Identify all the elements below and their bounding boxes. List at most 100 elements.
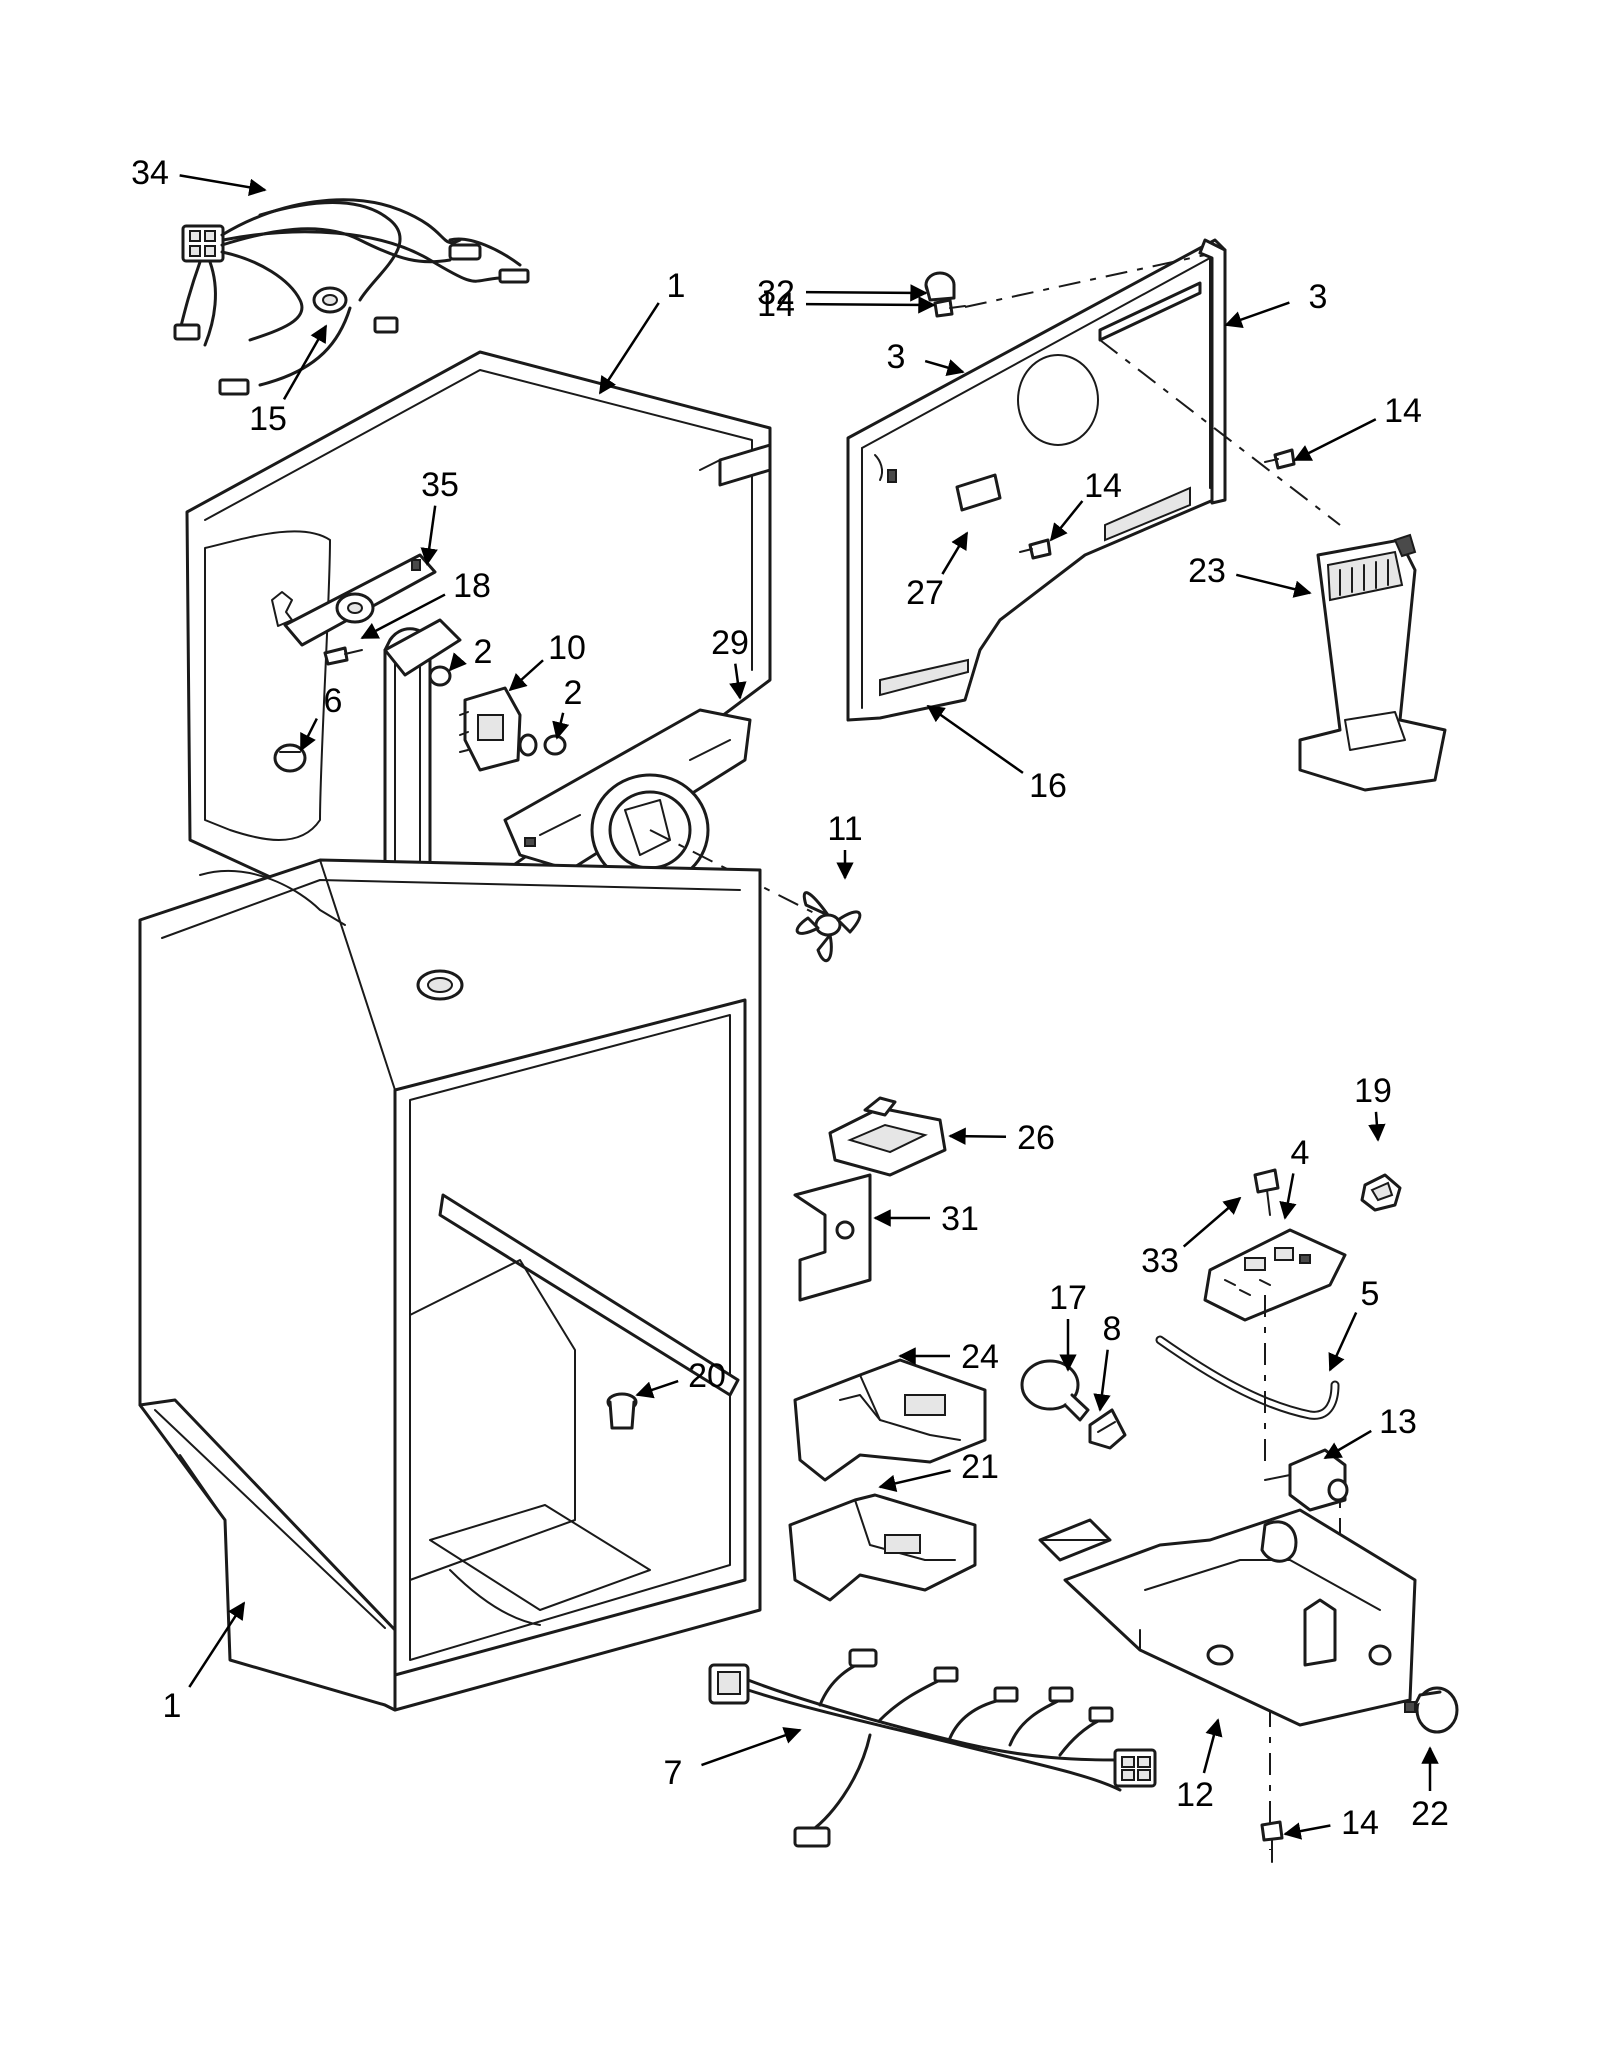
callout-leader-32 [805, 284, 928, 302]
callout-label-35: 35 [421, 466, 459, 504]
callout-label-29: 29 [711, 624, 749, 662]
callout-leader-1 [188, 1601, 246, 1688]
screw-18 [323, 646, 363, 666]
callout-leader-3 [1224, 301, 1290, 329]
callout-label-32: 32 [757, 274, 795, 312]
callout-label-24: 24 [961, 1338, 999, 1376]
callout-leader-7 [701, 1727, 802, 1767]
plate-31 [793, 1173, 872, 1302]
knob-22 [1404, 1686, 1459, 1734]
evaporator-cover-16 [846, 238, 1227, 722]
light-housing-12 [1038, 1508, 1417, 1727]
screw-14-top [933, 298, 966, 318]
callout-label-1: 1 [163, 1687, 182, 1725]
callout-leader-29 [729, 663, 747, 700]
screw-14-mid [1019, 538, 1052, 560]
button-6 [273, 743, 307, 773]
callout-leader-13 [1323, 1429, 1372, 1460]
air-duct-23 [1298, 533, 1447, 792]
control-board-4 [1203, 1228, 1347, 1322]
callout-label-4: 4 [1291, 1134, 1310, 1172]
callout-label-15: 15 [249, 400, 287, 438]
callout-label-1: 1 [667, 267, 686, 305]
socket-8 [1088, 1408, 1127, 1450]
callout-leader-6 [299, 717, 318, 752]
callout-label-14: 14 [1341, 1804, 1379, 1842]
callout-leader-3 [924, 359, 965, 377]
callout-leader-33 [1182, 1196, 1242, 1248]
callout-leader-16 [926, 704, 1024, 774]
callout-label-20: 20 [688, 1357, 726, 1395]
plug-20 [606, 1392, 638, 1430]
callout-leader-26 [948, 1127, 1007, 1145]
callout-label-2: 2 [474, 633, 493, 671]
callout-label-10: 10 [548, 629, 586, 667]
callout-leader-5 [1328, 1312, 1358, 1372]
callout-label-19: 19 [1354, 1072, 1392, 1110]
callout-label-7: 7 [664, 1754, 683, 1792]
callout-leader-18 [360, 593, 446, 640]
gasket-strip-3 [1198, 238, 1227, 505]
callout-leader-14 [1293, 418, 1377, 462]
callout-label-26: 26 [1017, 1119, 1055, 1157]
screw-33 [1253, 1168, 1280, 1216]
callout-leader-23 [1235, 573, 1312, 598]
tube-5 [1155, 1335, 1340, 1420]
callout-label-12: 12 [1176, 1776, 1214, 1814]
callout-label-8: 8 [1103, 1310, 1122, 1348]
callout-label-13: 13 [1379, 1403, 1417, 1441]
callout-label-33: 33 [1141, 1242, 1179, 1280]
clip-19 [1360, 1173, 1402, 1212]
callout-leader-1 [598, 302, 660, 395]
lower-housing [138, 1398, 397, 1712]
callout-label-16: 16 [1029, 767, 1067, 805]
housing-21 [788, 1493, 977, 1602]
callout-leader-2 [448, 652, 467, 672]
refrigerator-liner [138, 858, 762, 1712]
bracket-35 [271, 553, 437, 647]
spacer-32 [924, 271, 956, 302]
callout-label-14: 14 [1084, 467, 1122, 505]
wire-harness-top [173, 198, 530, 396]
wire-harness-bottom [708, 1648, 1157, 1848]
callout-label-17: 17 [1049, 1279, 1087, 1317]
callout-leader-12 [1202, 1718, 1223, 1774]
callout-label-34: 34 [131, 154, 169, 192]
callout-leader-20 [635, 1379, 679, 1399]
screw-14-right [1264, 448, 1296, 470]
callout-leader-21 [878, 1469, 951, 1492]
callout-label-23: 23 [1188, 552, 1226, 590]
housing-24 [793, 1358, 987, 1482]
callout-leader-8 [1093, 1349, 1111, 1412]
callout-label-11: 11 [827, 810, 862, 848]
switch-13 [1264, 1448, 1349, 1512]
callout-label-3: 3 [1309, 278, 1328, 316]
screw-14-bottom [1260, 1820, 1284, 1863]
callout-leader-14 [1049, 500, 1084, 542]
light-bulb-17 [1020, 1359, 1090, 1422]
callout-label-21: 21 [961, 1448, 999, 1486]
callout-label-27: 27 [906, 574, 944, 612]
callout-label-18: 18 [453, 567, 491, 605]
control-housing [383, 618, 567, 756]
light-shield-26 [828, 1096, 947, 1177]
callout-leader-14 [1283, 1822, 1331, 1840]
callout-leader-34 [179, 174, 267, 196]
callout-label-5: 5 [1361, 1275, 1380, 1313]
callout-label-14: 14 [757, 286, 795, 324]
callout-leader-14 [805, 296, 936, 314]
callout-label-22: 22 [1411, 1795, 1449, 1833]
callout-leader-35 [420, 505, 438, 566]
callout-leader-2 [552, 712, 570, 740]
callout-leader-10 [508, 659, 544, 692]
callout-label-3: 3 [887, 338, 906, 376]
fan-blade-11 [795, 891, 862, 963]
callout-label-2: 2 [564, 674, 583, 712]
callout-label-6: 6 [324, 682, 343, 720]
callout-leader-15 [282, 324, 328, 401]
callout-leader-27 [941, 531, 969, 575]
callout-label-14: 14 [1384, 392, 1422, 430]
callout-leader-4 [1279, 1173, 1297, 1220]
